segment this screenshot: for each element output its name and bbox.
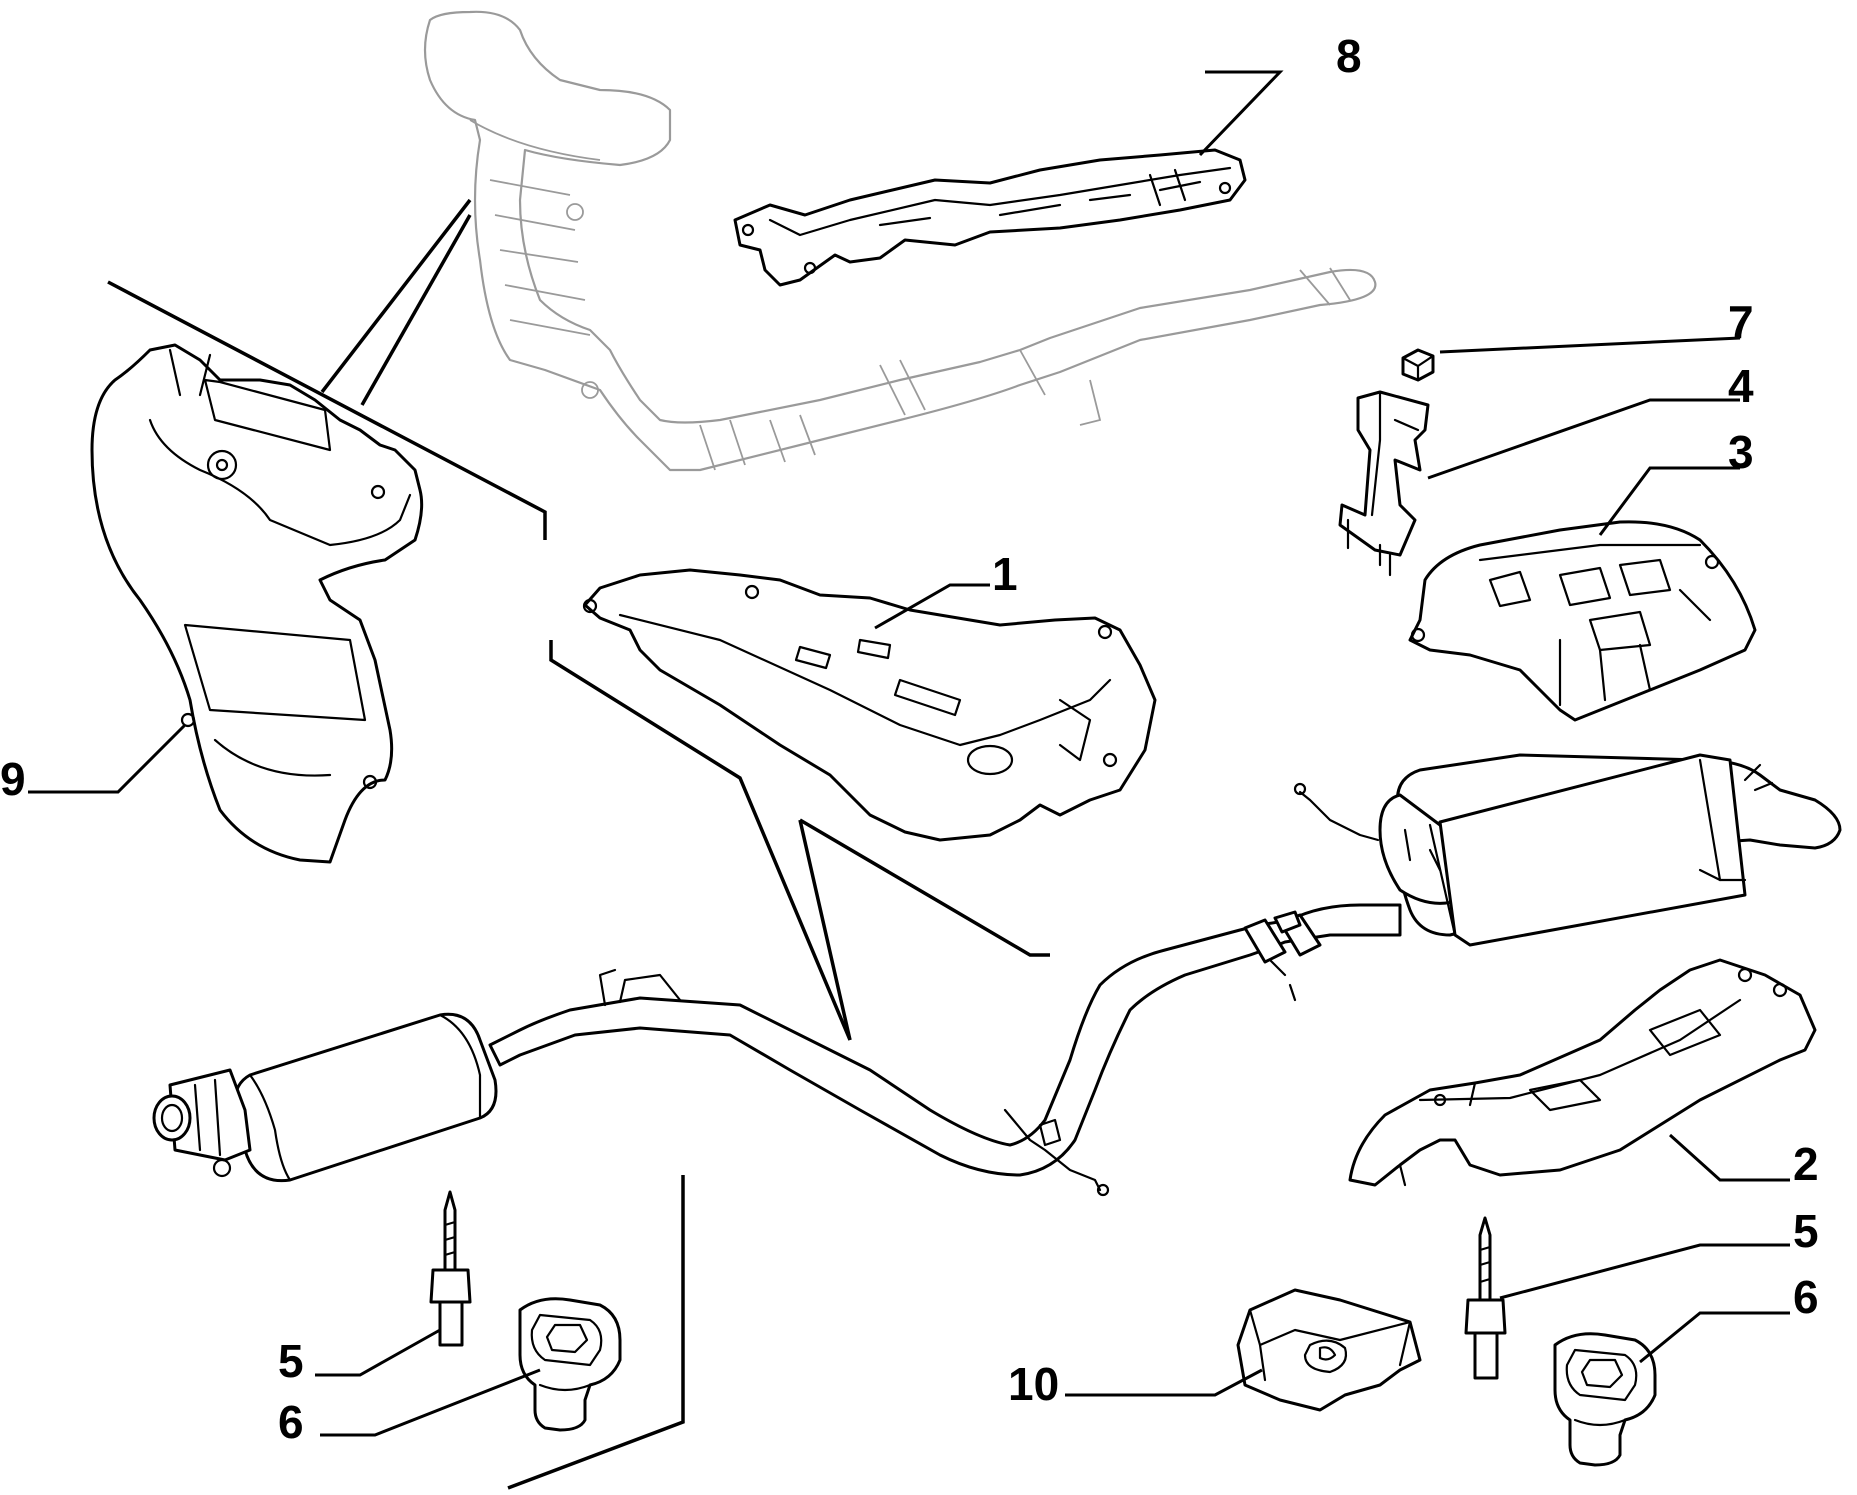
- callout-1: 1: [992, 548, 1018, 600]
- rubber-mount-left: [518, 1297, 622, 1432]
- callout-7: 7: [1728, 296, 1754, 348]
- heat-shield-muffler: [1408, 520, 1757, 722]
- callout-3: 3: [1728, 426, 1754, 478]
- callout-5-left: 5: [278, 1335, 304, 1387]
- heat-shield-rear: [1348, 958, 1817, 1187]
- exhaust-pipe: [152, 903, 1402, 1197]
- callout-4: 4: [1728, 360, 1754, 412]
- clip-bracket: [1236, 1288, 1422, 1412]
- heat-shield-upper: [733, 148, 1247, 287]
- stud-bolt-right: [1464, 1216, 1507, 1380]
- callout-10: 10: [1008, 1358, 1059, 1410]
- mounting-bracket: [1338, 390, 1430, 577]
- nut: [1401, 348, 1435, 382]
- callout-6-right: 6: [1793, 1271, 1819, 1323]
- callout-6-left: 6: [278, 1396, 304, 1448]
- catalytic-converter-assembly: [423, 10, 1377, 472]
- callout-labels: 8 7 4 3 1 9 2 5 6 10 5 6: [0, 30, 1819, 1448]
- callout-5-right: 5: [1793, 1205, 1819, 1257]
- heat-shield-central: [582, 568, 1157, 842]
- manifold-heat-shield: [90, 343, 424, 864]
- rear-muffler: [1293, 753, 1842, 947]
- callout-2: 2: [1793, 1138, 1819, 1190]
- leader-lines: [28, 70, 1790, 1437]
- section-boundary-lines: [107, 198, 1050, 1490]
- callout-8: 8: [1336, 30, 1362, 82]
- stud-bolt-left: [429, 1190, 472, 1347]
- rubber-mount-right: [1553, 1332, 1657, 1467]
- callout-9: 9: [0, 753, 26, 805]
